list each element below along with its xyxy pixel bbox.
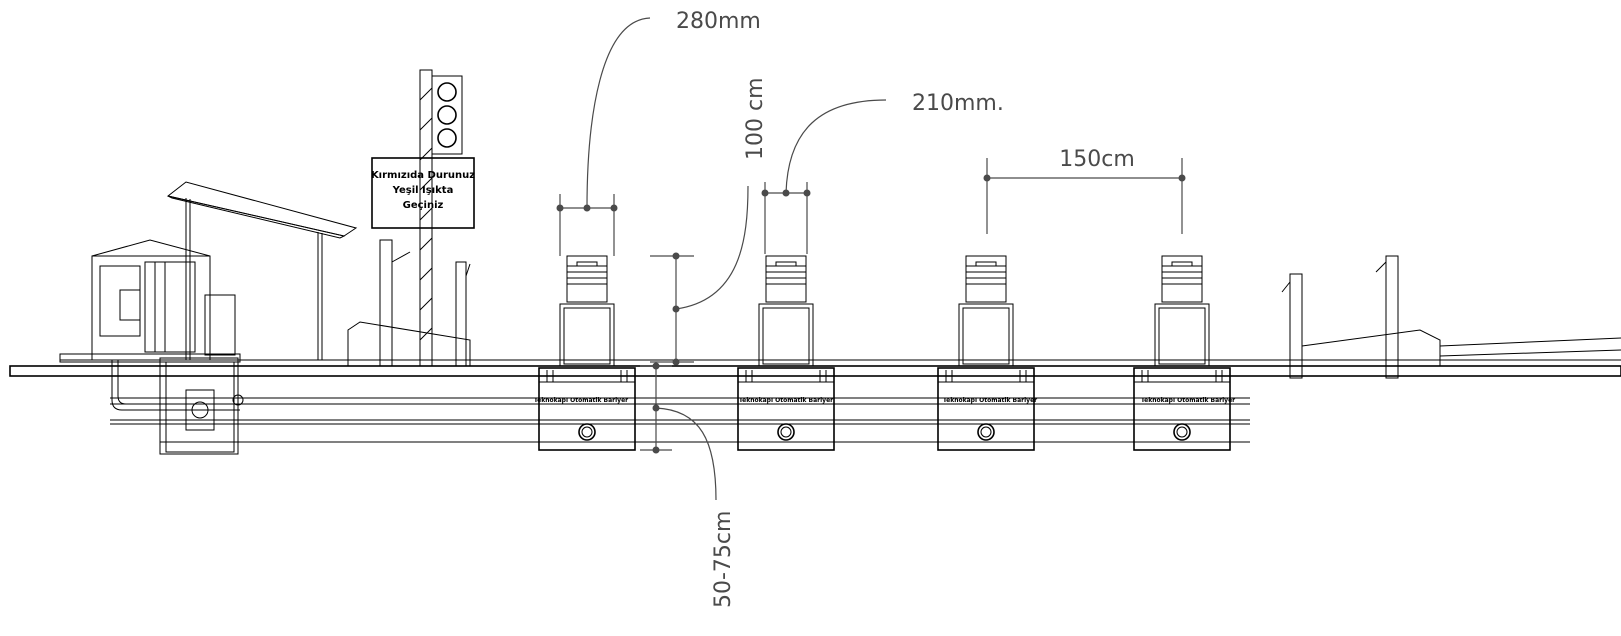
dimension-label-280mm: 280mm bbox=[676, 9, 761, 34]
dimension-210mm: 210mm. bbox=[761, 91, 1004, 254]
green-light-icon bbox=[437, 128, 457, 148]
bollard-3: Teknokapı Otomatik Bariyer bbox=[937, 255, 1037, 451]
dimension-label-100cm: 100 cm bbox=[743, 77, 768, 160]
dimension-150cm: 150cm bbox=[983, 147, 1186, 234]
sign-line-3: Geçiniz bbox=[403, 200, 444, 211]
road-surface bbox=[9, 359, 1621, 443]
canopy bbox=[166, 181, 358, 360]
dimension-label-150cm: 150cm bbox=[1059, 147, 1135, 172]
warning-sign: Kırmızıda Durunuz Yeşil Işıkta Geçiniz bbox=[371, 157, 475, 229]
yellow-light-icon bbox=[437, 105, 457, 125]
sign-line-2: Yeşil Işıkta bbox=[392, 185, 454, 196]
barrier-posts-right bbox=[1281, 255, 1621, 379]
bollard-label-2: Teknokapı Otomatik Bariyer bbox=[739, 397, 833, 404]
bollard-label-1: Teknokapı Otomatik Bariyer bbox=[534, 397, 628, 404]
dimension-label-210mm: 210mm. bbox=[912, 91, 1004, 116]
dimension-label-50-75cm: 50-75cm bbox=[711, 511, 736, 608]
control-booth bbox=[59, 239, 244, 455]
barrier-posts-left bbox=[347, 239, 471, 367]
bollard-label-4: Teknokapı Otomatik Bariyer bbox=[1141, 397, 1235, 404]
dimension-100cm: 100 cm bbox=[650, 77, 768, 366]
sign-line-1: Kırmızıda Durunuz bbox=[371, 170, 475, 181]
red-light-icon bbox=[437, 82, 457, 102]
dimension-50-75cm: 50-75cm bbox=[640, 362, 736, 608]
bollard-label-3: Teknokapı Otomatik Bariyer bbox=[943, 397, 1037, 404]
bollard-2: Teknokapı Otomatik Bariyer bbox=[737, 255, 835, 451]
bollard-4: Teknokapı Otomatik Bariyer bbox=[1133, 255, 1235, 451]
dimension-280mm: 280mm bbox=[556, 9, 761, 256]
bollard-1: Teknokapı Otomatik Bariyer bbox=[534, 255, 636, 451]
